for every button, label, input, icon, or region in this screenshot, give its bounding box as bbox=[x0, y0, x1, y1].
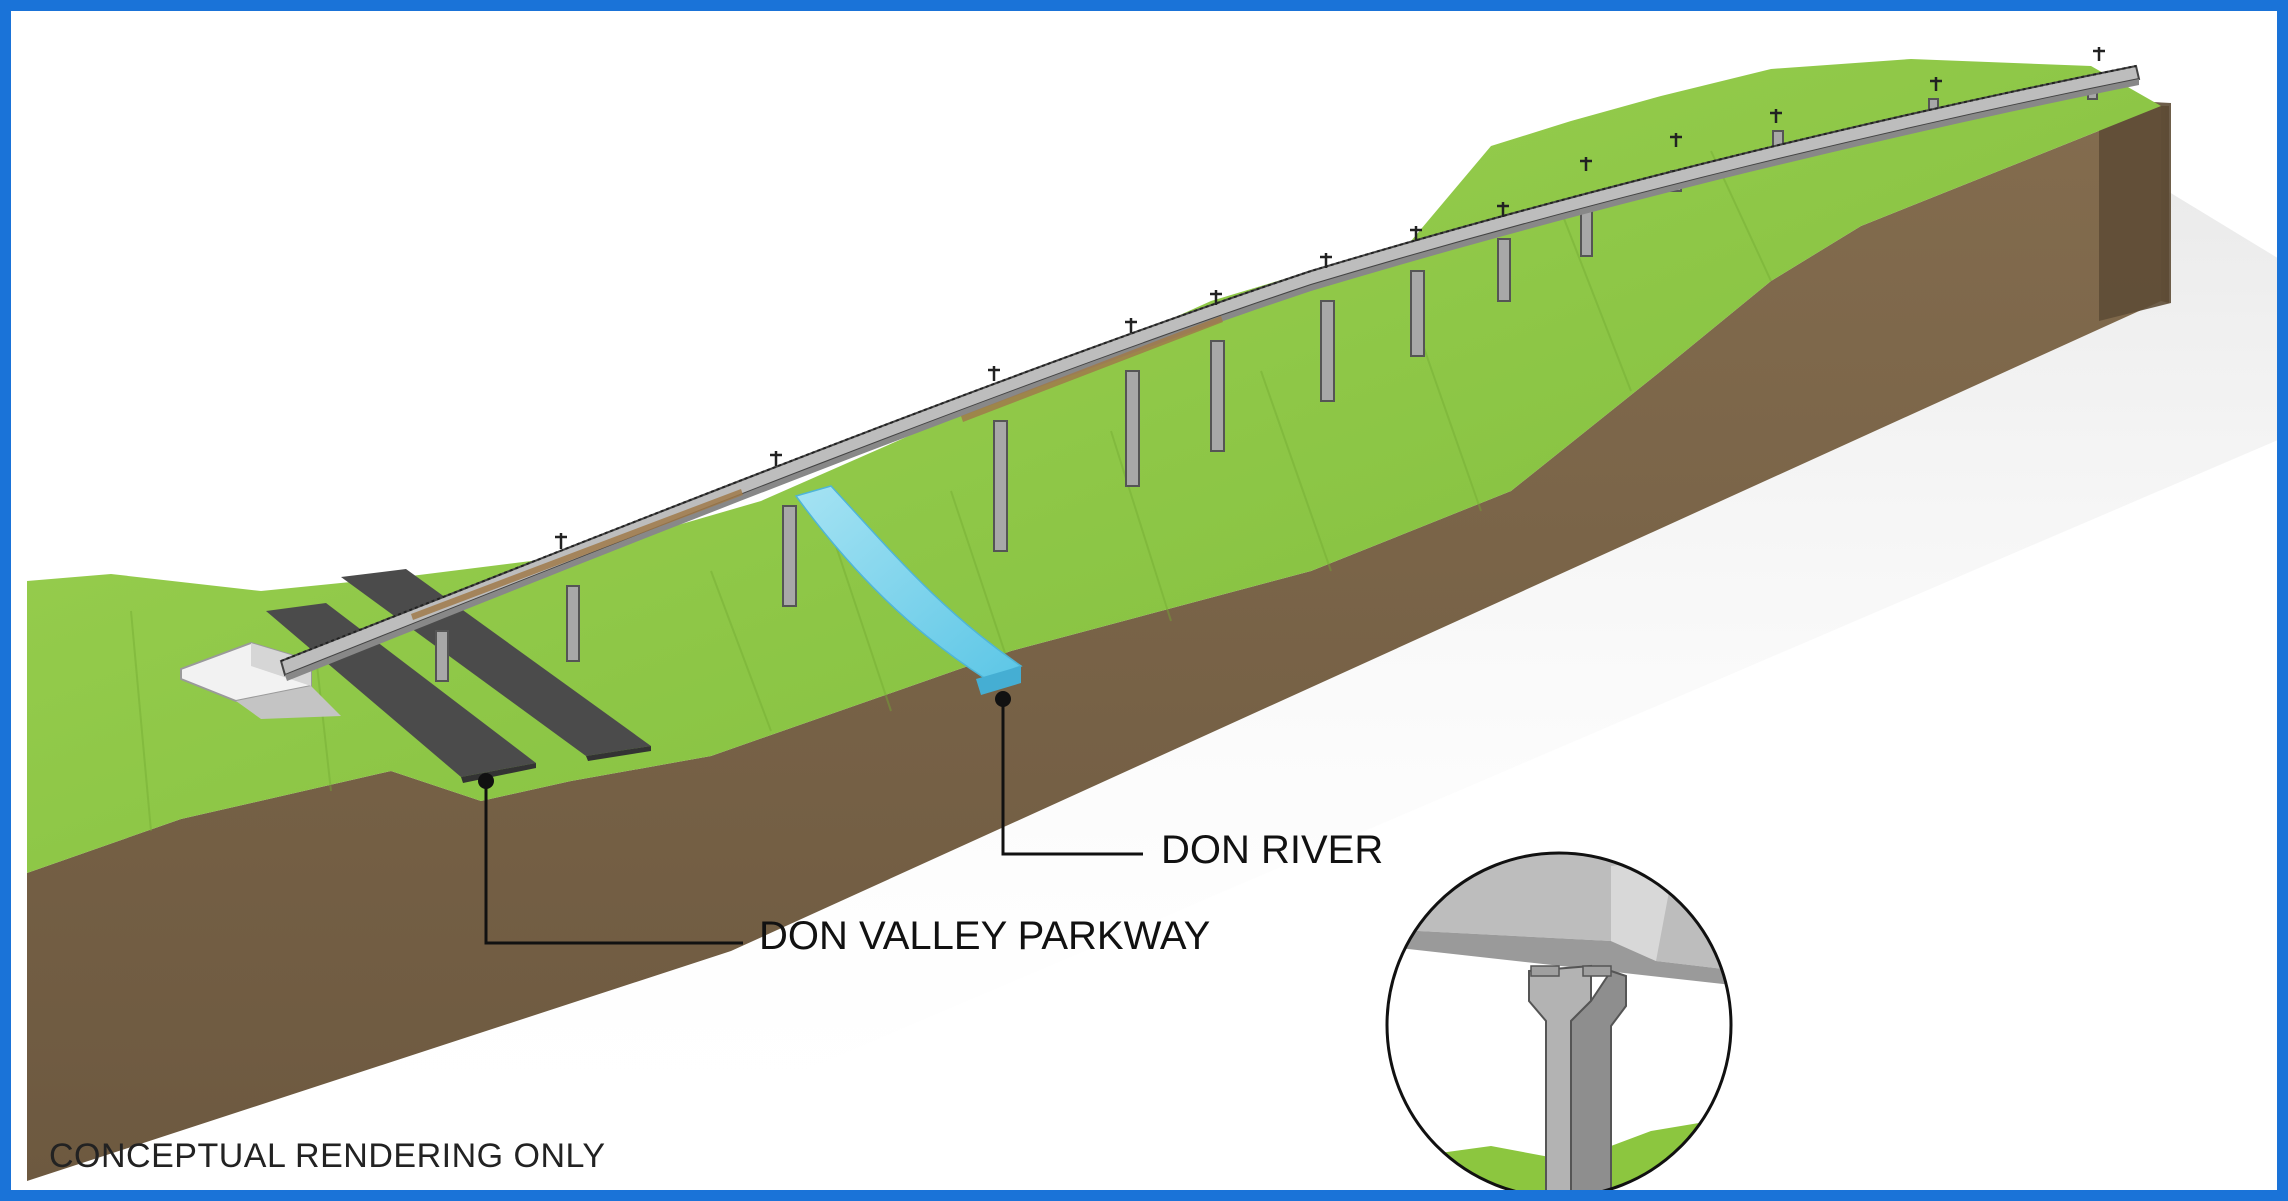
don-river-channel-end bbox=[976, 666, 1021, 695]
don-river-leader bbox=[1001, 699, 1143, 856]
conceptual-rendering-note: CONCEPTUAL RENDERING ONLY bbox=[49, 1137, 606, 1175]
don-valley-parkway-marker bbox=[478, 773, 494, 789]
callout-lines bbox=[484, 699, 1143, 945]
don-valley-parkway-label: DON VALLEY PARKWAY bbox=[759, 914, 1211, 958]
bridge-diagram bbox=[27, 47, 2277, 1190]
earth-end-face bbox=[2099, 99, 2171, 321]
earth-front-face bbox=[27, 106, 2161, 1181]
pier-detail-inset bbox=[1385, 851, 1733, 1190]
grass-surface bbox=[27, 59, 2161, 873]
bridge-deck bbox=[279, 64, 2141, 681]
bridge-light-posts bbox=[555, 47, 2105, 549]
don-valley-parkway-leader bbox=[484, 781, 743, 945]
don-river-label: DON RIVER bbox=[1161, 828, 1384, 872]
don-river-marker bbox=[995, 691, 1011, 707]
